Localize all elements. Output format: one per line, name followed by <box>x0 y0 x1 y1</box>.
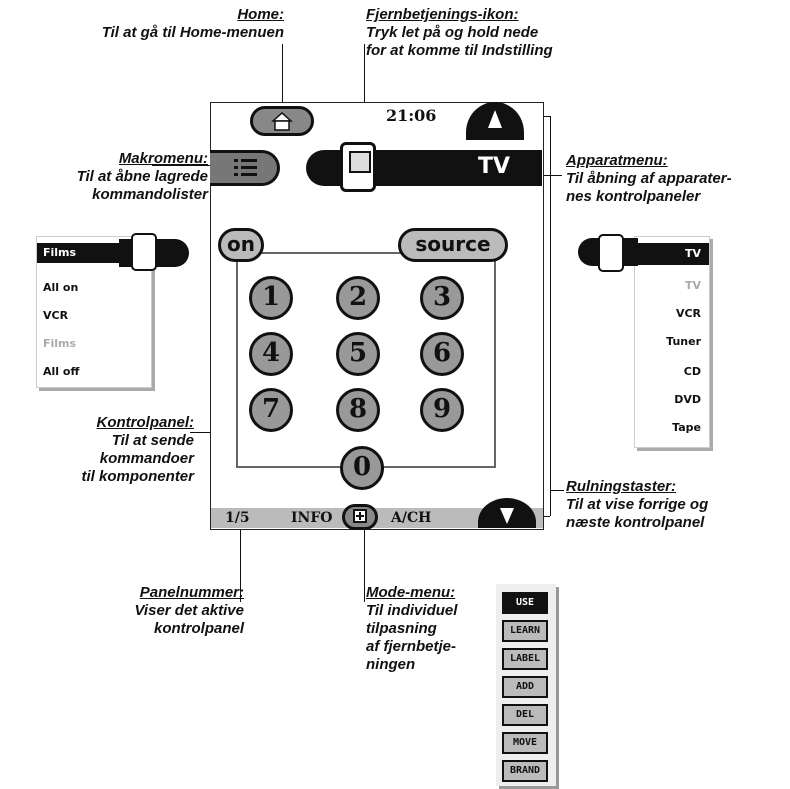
digit-0-button[interactable]: 0 <box>340 446 384 490</box>
mode-desc-3: af fjernbetje- <box>366 638 457 655</box>
digit-9-button[interactable]: 9 <box>420 388 464 432</box>
control-title: Kontrolpanel: <box>96 414 195 431</box>
macro-item-3[interactable]: VCR <box>43 309 69 322</box>
panelnum-title: Panelnummer: <box>139 584 244 601</box>
mode-brand[interactable]: BRAND <box>502 760 548 782</box>
mode-del[interactable]: DEL <box>502 704 548 726</box>
remote-icon-screen <box>349 151 371 173</box>
arrow-down-icon <box>500 508 514 524</box>
home-annotation: Home: Til at gå til Home-menuen <box>44 6 284 42</box>
mode-add[interactable]: ADD <box>502 676 548 698</box>
device-desc-1: Til åbning af apparater- <box>566 170 732 187</box>
home-icon <box>271 111 293 131</box>
remote-icon[interactable] <box>340 142 376 192</box>
mode-learn[interactable]: LEARN <box>502 620 548 642</box>
panelnum-annotation: Panelnummer: Viser det aktive kontrolpan… <box>40 584 244 638</box>
info-button[interactable]: INFO <box>291 510 333 526</box>
panelnum-desc-1: Viser det aktive <box>134 602 244 619</box>
macro-list-popup: Films All on VCR Films All off <box>36 233 189 388</box>
macro-leader <box>152 165 212 166</box>
remote-icon-annotation: Fjernbetjenings-ikon: Tryk let på og hol… <box>366 6 646 60</box>
digit-4-button[interactable]: 4 <box>249 332 293 376</box>
scroll-desc-2: næste kontrolpanel <box>566 514 705 531</box>
mode-title: Mode-menu: <box>366 584 456 601</box>
mode-use[interactable]: USE <box>502 592 548 614</box>
macro-desc-1: Til at åbne lagrede <box>76 168 208 185</box>
panelnum-leader <box>240 520 241 602</box>
control-annotation: Kontrolpanel: Til at sende kommandoer ti… <box>10 414 194 486</box>
device-list-highlight <box>635 243 709 265</box>
remote-icon-desc-1: Tryk let på og hold nede <box>366 24 539 41</box>
device-item-7[interactable]: Tape <box>672 421 701 434</box>
scroll-leader-out <box>550 490 564 491</box>
remote-leader <box>364 44 365 148</box>
scroll-annotation: Rulningstaster: Til at vise forrige og n… <box>566 478 788 532</box>
device-title: Apparatmenu: <box>566 152 668 169</box>
remote-icon-desc-2: for at komme til Indstilling <box>366 42 553 59</box>
macro-title: Makromenu: <box>118 150 208 167</box>
macro-item-2[interactable]: All on <box>43 281 79 294</box>
scroll-down-button[interactable] <box>478 498 536 528</box>
clock: 21:06 <box>386 106 437 125</box>
device-leader <box>528 175 562 176</box>
device-item-6[interactable]: DVD <box>674 393 701 406</box>
device-desc-2: nes kontrolpaneler <box>566 188 701 205</box>
macro-item-5[interactable]: All off <box>43 365 80 378</box>
macro-item-1[interactable]: Films <box>43 246 77 259</box>
digit-2-button[interactable]: 2 <box>336 276 380 320</box>
mode-leader <box>364 530 365 602</box>
device-list-remote-icon <box>598 234 624 272</box>
digit-1-button[interactable]: 1 <box>249 276 293 320</box>
home-title: Home: <box>237 6 284 23</box>
mode-menu-button[interactable] <box>342 504 378 530</box>
panelnum-desc-2: kontrolpanel <box>153 620 244 637</box>
digit-5-button[interactable]: 5 <box>336 332 380 376</box>
scroll-desc-1: Til at vise forrige og <box>566 496 709 513</box>
scroll-title: Rulningstaster: <box>566 478 677 495</box>
ach-button[interactable]: A/CH <box>391 510 432 526</box>
macro-desc-2: kommandolister <box>92 186 208 203</box>
mode-move[interactable]: MOVE <box>502 732 548 754</box>
device-annotation: Apparatmenu: Til åbning af apparater- ne… <box>566 152 788 206</box>
control-desc-3: til komponenter <box>81 468 194 485</box>
macro-list-highlight <box>37 243 119 263</box>
mode-annotation: Mode-menu: Til individuel tilpasning af … <box>366 584 496 674</box>
source-button[interactable]: source <box>398 228 508 262</box>
mode-label[interactable]: LABEL <box>502 648 548 670</box>
arrow-up-icon <box>488 110 502 128</box>
remote-icon-title: Fjernbetjenings-ikon: <box>366 6 519 23</box>
device-item-4[interactable]: Tuner <box>666 335 701 348</box>
on-button[interactable]: on <box>218 228 264 262</box>
home-leader <box>282 44 283 104</box>
digit-8-button[interactable]: 8 <box>336 388 380 432</box>
device-list-popup: TV TV VCR Tuner CD DVD Tape <box>634 236 710 448</box>
digit-6-button[interactable]: 6 <box>420 332 464 376</box>
scroll-leader-v <box>550 116 551 516</box>
digit-7-button[interactable]: 7 <box>249 388 293 432</box>
control-desc-2: kommandoer <box>99 450 194 467</box>
control-desc-1: Til at sende <box>111 432 194 449</box>
macro-menu-button[interactable] <box>210 150 280 186</box>
panel-number: 1/5 <box>225 510 250 526</box>
device-item-3[interactable]: VCR <box>675 307 701 320</box>
mode-desc-2: tilpasning <box>366 620 437 637</box>
digit-3-button[interactable]: 3 <box>420 276 464 320</box>
device-item-5[interactable]: CD <box>683 365 701 378</box>
scroll-up-button[interactable] <box>466 102 524 140</box>
mode-desc-4: ningen <box>366 656 416 673</box>
home-desc: Til at gå til Home-menuen <box>101 24 284 41</box>
home-button[interactable] <box>250 106 314 136</box>
mode-icon <box>353 509 367 523</box>
macro-annotation: Makromenu: Til at åbne lagrede kommandol… <box>8 150 208 204</box>
mode-desc-1: Til individuel <box>366 602 458 619</box>
macro-item-4[interactable]: Films <box>43 337 77 350</box>
list-icon <box>234 159 257 176</box>
macro-list-remote-icon <box>131 233 157 271</box>
device-item-2[interactable]: TV <box>684 279 701 292</box>
device-label: TV <box>478 154 511 179</box>
device-item-1[interactable]: TV <box>684 247 701 260</box>
